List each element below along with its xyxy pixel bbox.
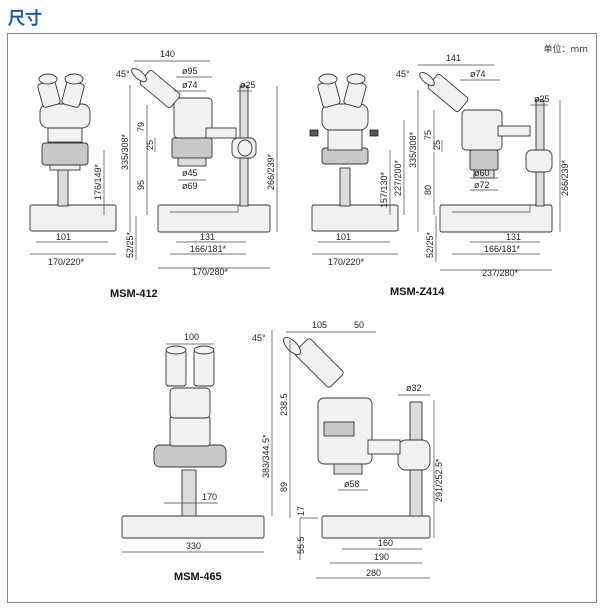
msm412-dim-25: ø25 [240,80,256,90]
msmz414-dim-72: ø72 [474,180,490,190]
msmz414-dim-335: 335/308* [408,131,418,168]
msm465-dim-50: 50 [354,320,364,330]
msm465-dim-100: 100 [184,332,199,342]
msm465-dim-291: 291/252.5* [434,458,444,502]
msm412-model-name: MSM-412 [110,288,158,300]
msm412-dim-79: 79 [136,122,146,132]
msmz414-dim-141: 141 [446,53,461,63]
msmz414-labels: 141 45° ø74 ø25 335/308* 75 25 80 ø60 ø7… [328,53,570,298]
msmz414-dim-101: 101 [336,232,351,242]
msm412-front-view [29,73,117,232]
msm412-dim-95: ø95 [182,66,198,76]
msmz414-side-view [419,72,553,233]
msm465-dim-89: 89 [279,482,289,492]
msm465-dim-280: 280 [366,568,381,578]
msm412-dim-170: 170/220* [48,257,85,267]
msm465-dim-170: 170 [202,492,217,502]
msm412-labels: 140 45° ø95 ø74 ø25 335/308* 79 25 95 ø4… [48,49,276,300]
msm412-dimensions [30,60,278,269]
msm465-side-labels: 45° 105 50 ø32 383/344.5* 238.5 89 17 55… [252,320,444,578]
msm465-dim-330: 330 [186,541,201,551]
msmz414-dimensions [312,64,561,271]
msm412-dim-45: ø45 [182,168,198,178]
msmz414-dim-266: 266/239* [560,159,570,196]
msm412-dim-266: 266/239* [266,153,276,190]
msmz414-dim-60: ø60 [474,168,490,178]
msmz414-dim-170: 170/220* [328,257,365,267]
msm465-dim-190: 190 [374,552,389,562]
msmz414-dim-52: 52/25* [425,231,435,258]
msm412-dim-25v: 25 [145,140,155,150]
msm465-dim-58: ø58 [344,479,360,489]
msmz414-model-name: MSM-Z414 [390,286,445,298]
msmz414-dim-157: 157/130* [379,171,389,208]
msmz414-dim-80: 80 [423,185,433,195]
msmz414-dim-166: 166/181* [484,244,521,254]
msm465-model-name: MSM-465 [174,571,222,583]
msm465-dim-17: 17 [296,506,306,516]
drawing-frame [7,33,597,603]
msm465-dim-55: 55.5 [296,536,306,554]
msm412-dim-140: 140 [160,49,175,59]
msmz414-dim-25: ø25 [534,94,550,104]
msm465-dim-383: 383/344.5* [261,434,271,478]
msmz414-dim-227: 227/200* [393,159,403,196]
unit-label: 单位：mm [543,45,588,55]
msm412-dim-335: 335/308* [120,133,130,170]
msm412-dim-95v: 95 [136,180,146,190]
msmz414-dim-131: 131 [506,232,521,242]
msm412-dim-101: 101 [56,232,71,242]
msmz414-dim-74: ø74 [470,69,486,79]
msm412-side-view [131,68,271,233]
msm412-dim-69: ø69 [182,181,198,191]
msm465-side-view [283,337,431,539]
msm465-side-dimensions [271,330,435,579]
msm412-dim-52: 52/25* [125,231,135,258]
msmz414-dim-25v: 25 [432,140,442,150]
msm465-dimensions [122,343,264,553]
msm465-dim-32: ø32 [406,383,422,393]
msm412-dim-166: 166/181* [190,244,227,254]
msm412-dim-176: 176/149* [93,163,103,200]
msmz414-dim-angle: 45° [396,69,410,79]
msm465-labels: 100 170 330 MSM-465 [174,332,222,583]
msmz414-front-view [309,73,399,232]
msmz414-dim-75: 75 [423,130,433,140]
page-title: 尺寸 [8,9,42,29]
msm465-dim-angle: 45° [252,333,266,343]
msm412-dim-74: ø74 [182,80,198,90]
msm412-dim-angle: 45° [116,69,130,79]
msmz414-dim-237: 237/280* [482,268,519,278]
msm465-front-view [121,345,265,539]
msm412-dim-170b: 170/280* [192,267,229,277]
msm465-dim-160: 160 [378,538,393,548]
msm465-dim-238: 238.5 [279,393,289,416]
msm412-dim-131: 131 [200,232,215,242]
msm465-dim-105: 105 [312,320,327,330]
